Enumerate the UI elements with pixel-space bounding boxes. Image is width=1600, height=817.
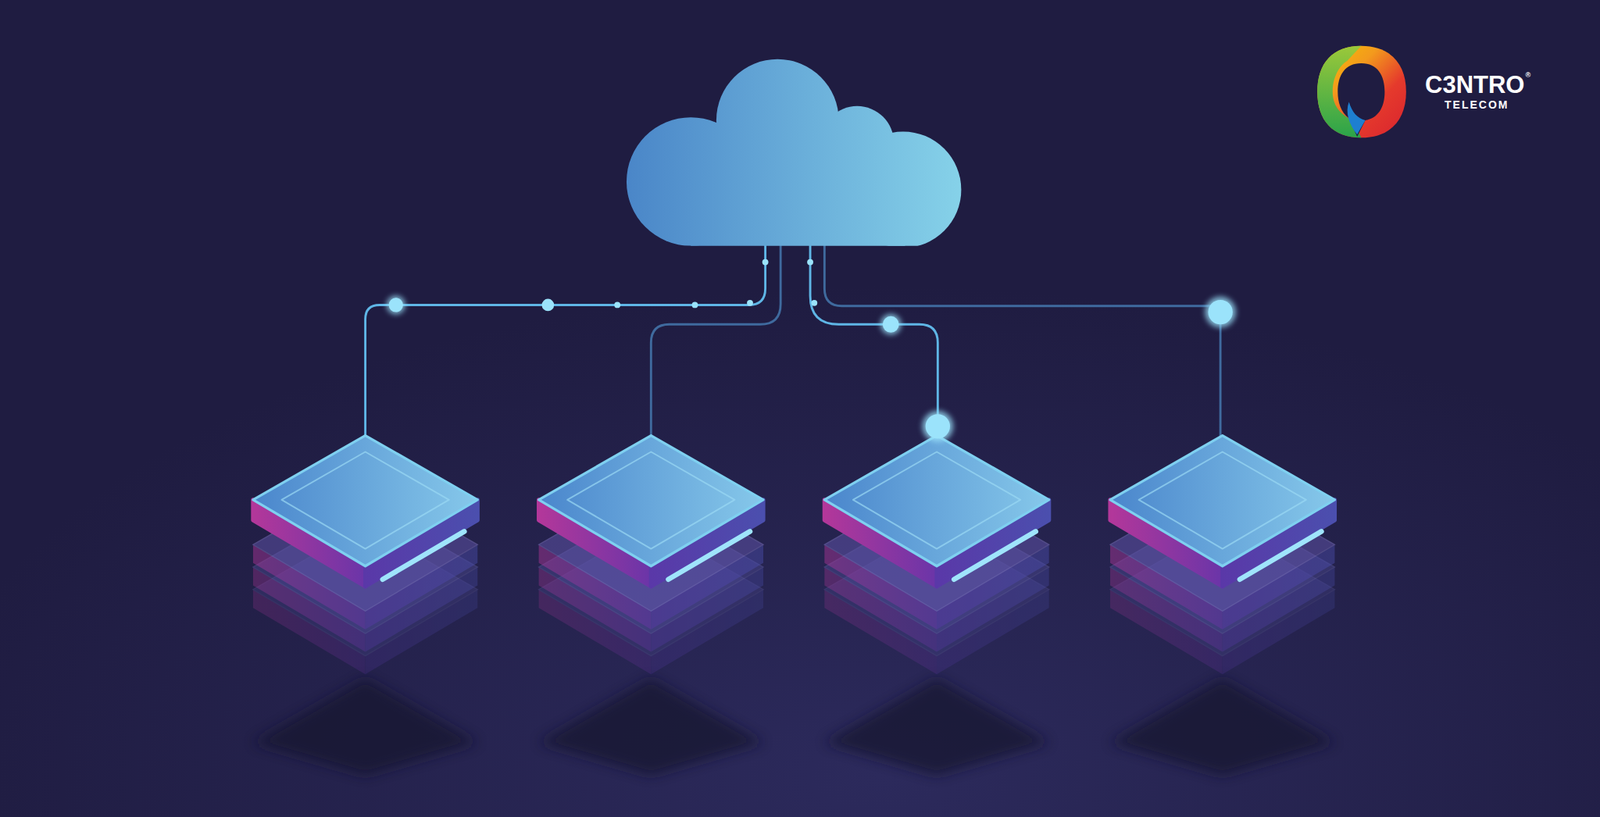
brand-name: C3NTRO bbox=[1425, 72, 1525, 97]
brand-subtitle: TELECOM bbox=[1444, 99, 1509, 111]
registered-mark: ® bbox=[1525, 71, 1531, 79]
